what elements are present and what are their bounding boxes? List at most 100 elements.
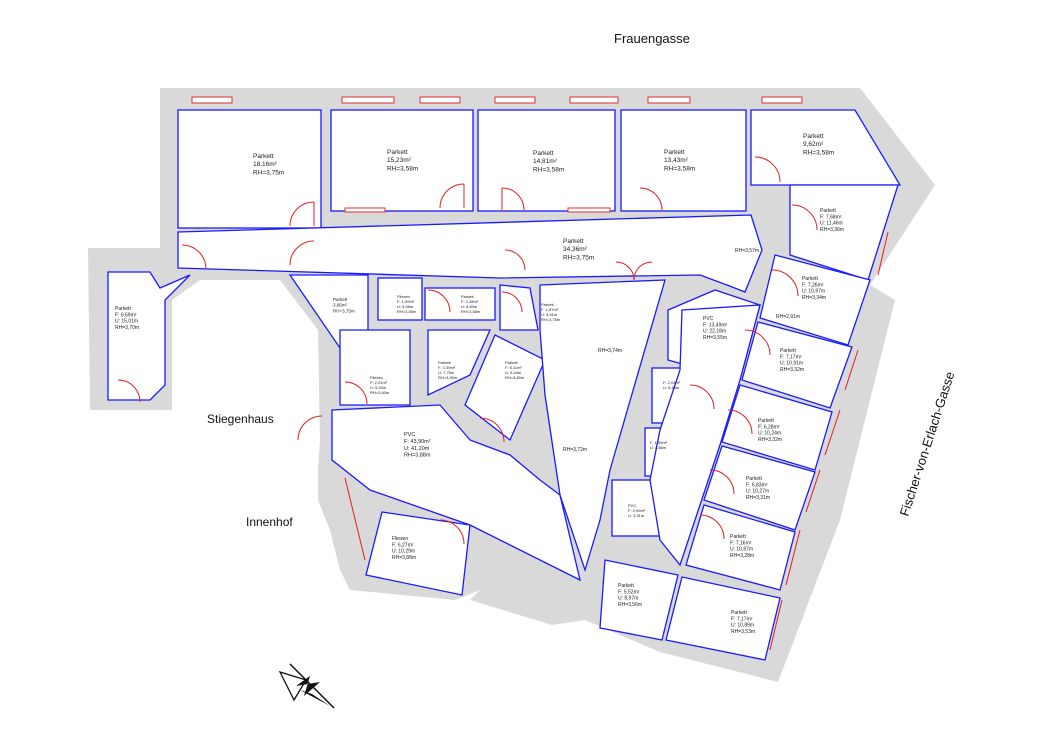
door-r12 <box>501 291 523 313</box>
room-label-line: RH=3,75m <box>541 317 561 322</box>
height-h3: RH=3,72m <box>563 447 587 453</box>
room-label-line: RH=3,32m <box>780 367 804 373</box>
window-east-6 <box>769 599 783 651</box>
room-label-line: U: 10,24m <box>758 431 781 437</box>
height-h1: RH=3,57m <box>735 248 759 254</box>
room-label-line: RH=3,28m <box>730 553 754 559</box>
room-label-line: U: 5,06m <box>397 304 414 309</box>
room-label-line: F: 7,68m² <box>820 214 842 220</box>
room-label-line: Parkett <box>780 348 796 354</box>
room-label-line: RH=3,75m <box>253 169 284 176</box>
room-label-line: RH=3,34m <box>802 295 826 301</box>
room-label-line: F: 6,11m² <box>505 365 522 370</box>
room-label-line: 13,43m² <box>664 157 689 164</box>
room-r11 <box>424 287 496 321</box>
room-label-line: Parkett <box>461 294 475 299</box>
room-label-line: RH=3,70m <box>115 325 139 331</box>
room-label-line: RH=3,55m <box>438 375 458 380</box>
room-label-line: F: 6,69m² <box>115 312 137 318</box>
room-label-line: F: 43,90m² <box>404 439 431 445</box>
window-court-1 <box>344 477 366 561</box>
room-label-line: U: 22,18m <box>703 329 726 335</box>
window-north-5 <box>569 96 619 104</box>
room-label-line: F: 7,17m² <box>780 354 802 360</box>
room-label-line: Fliesen <box>397 294 410 299</box>
room-label-line: U: 41,20m <box>404 446 430 452</box>
room-label-line: F: 6,27m² <box>392 542 414 548</box>
door-r5 <box>754 156 781 183</box>
room-r3 <box>477 109 616 212</box>
room-label-line: PVC <box>628 503 636 508</box>
label-stair: Stiegenhaus <box>207 412 274 426</box>
room-r28 <box>665 576 781 661</box>
room-label-line: U: 5,44m <box>663 385 680 390</box>
room-label-line: Parkett <box>438 360 452 365</box>
room-label-line: 14,81m² <box>533 158 558 165</box>
room-label-line: F: 1,87m² <box>541 307 559 312</box>
room-label-line: 34,36m² <box>563 246 588 253</box>
door-r19 <box>297 415 323 441</box>
room-label-line: F: 2,48m² <box>461 299 479 304</box>
room-label-line: U: 8,97m <box>618 596 638 602</box>
room-label-line: U: 10,87m <box>730 547 753 553</box>
room-label-line: PVC <box>703 316 714 322</box>
room-label-line: Parkett <box>618 583 634 589</box>
door-r22 <box>727 409 753 435</box>
room-label-line: F: 6,28m² <box>758 424 780 430</box>
room-label-line: 3,66m² <box>333 303 348 308</box>
window-east-4 <box>805 469 821 513</box>
door-r20 <box>689 384 715 410</box>
room-r15 <box>741 321 853 409</box>
room-label-line: U: 6,83m <box>461 304 478 309</box>
window-north-6 <box>647 96 691 104</box>
room-r26 <box>365 511 471 596</box>
room-label-line: F: 13,49m² <box>703 322 728 328</box>
room-r23 <box>703 445 816 531</box>
window-north-4 <box>494 96 536 104</box>
room-r12 <box>499 284 539 331</box>
door-r2 <box>439 183 465 209</box>
window-north-3 <box>419 96 461 104</box>
room-label-line: U: 5,20m <box>370 385 387 390</box>
room-r5 <box>750 109 902 186</box>
room-r25 <box>685 504 796 591</box>
window-north-2 <box>341 96 395 104</box>
door-r3 <box>501 187 525 211</box>
room-label-line: RH=3,58m <box>461 309 481 314</box>
window-south-1 <box>344 207 386 213</box>
room-r22 <box>721 384 833 471</box>
door-r7a <box>181 244 207 270</box>
room-label-line: RH=3,75m <box>563 254 594 261</box>
room-label-line: U: 10,27m <box>746 489 769 495</box>
room-label-line: F: 3,39m² <box>438 365 456 370</box>
door-r8 <box>117 379 141 403</box>
room-label-line: Parkett <box>333 297 348 302</box>
label-court: Innenhof <box>246 515 293 529</box>
room-label-line: RH=3,60m <box>505 375 525 380</box>
room-label-line: RH=3,88m <box>392 555 416 561</box>
room-label-line: U: 4,66m <box>650 445 667 450</box>
room-label-line: RH=3,75m <box>333 308 355 313</box>
north-arrow-icon <box>278 663 335 709</box>
window-east-1 <box>877 231 889 276</box>
window-east-5 <box>785 529 801 586</box>
corridor-east <box>649 304 761 567</box>
room-label-line: Parkett <box>541 302 555 307</box>
